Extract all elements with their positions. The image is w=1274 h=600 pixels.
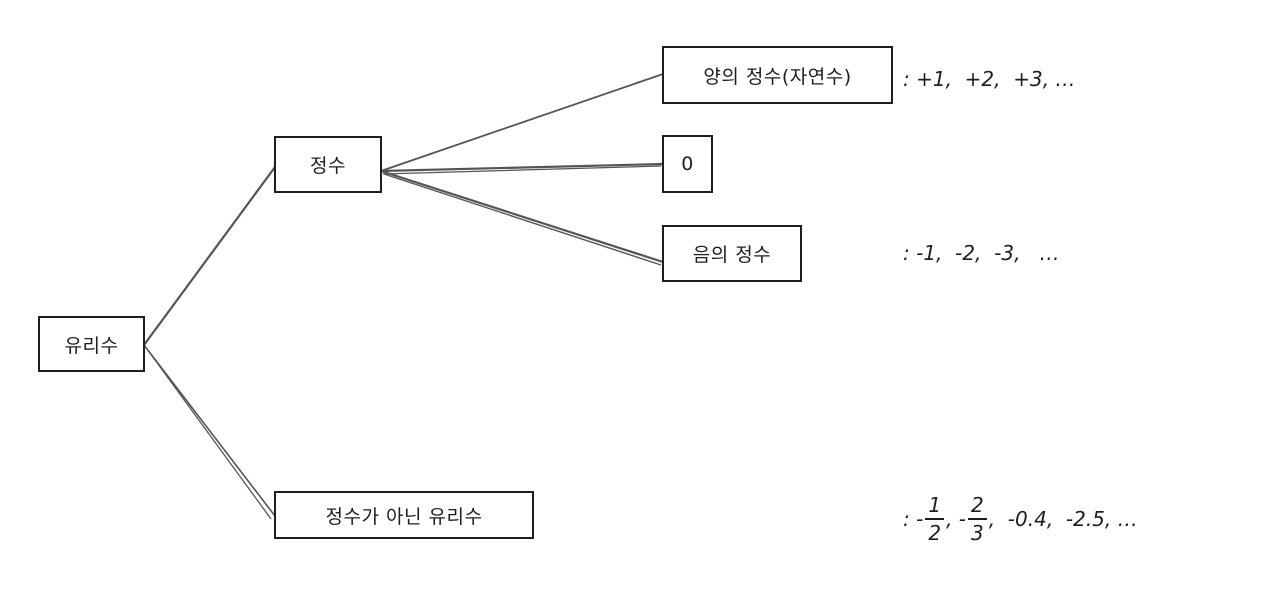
edge-integer-zero: [380, 162, 664, 175]
node-non-integer-rational: 정수가 아닌 유리수: [274, 491, 534, 539]
non-integer-examples-prefix: : -: [903, 507, 924, 531]
fraction-denominator: 3: [967, 518, 987, 543]
fraction-one-half: 1 2: [925, 493, 945, 543]
fraction-denominator: 2: [925, 518, 945, 543]
node-integer-label: 정수: [310, 155, 346, 177]
fraction-numerator: 1: [928, 493, 942, 517]
node-positive-integer: 양의 정수(자연수): [662, 46, 893, 104]
non-integer-examples-separator: , -: [946, 507, 966, 531]
node-rational-number-label: 유리수: [64, 334, 119, 357]
node-negative-integer: 음의 정수: [662, 225, 802, 282]
node-negative-integer-label: 음의 정수: [692, 244, 772, 266]
fraction-two-thirds: 2 3: [967, 493, 987, 543]
node-non-integer-rational-label: 정수가 아닌 유리수: [325, 505, 483, 528]
edge-integer-negative: [380, 169, 664, 266]
negative-integer-examples-text: : -1, -2, -3, …: [903, 241, 1060, 265]
positive-integer-examples: : +1, +2, +3, …: [903, 64, 1075, 94]
positive-integer-examples-text: : +1, +2, +3, …: [903, 67, 1076, 91]
node-zero: 0: [662, 135, 713, 193]
edge-rational-noninteger: [143, 344, 276, 520]
negative-integer-examples: : -1, -2, -3, …: [903, 238, 1060, 268]
edge-rational-integer: [143, 166, 276, 346]
non-integer-examples-rest: , -0.4, -2.5, …: [988, 507, 1138, 531]
node-zero-label: 0: [681, 153, 694, 175]
fraction-numerator: 2: [970, 493, 984, 517]
node-rational-number: 유리수: [38, 316, 145, 372]
edge-integer-positive: [380, 73, 664, 172]
non-integer-examples: : - 1 2 , - 2 3 , -0.4, -2.5, …: [903, 494, 1138, 544]
node-positive-integer-label: 양의 정수(자연수): [703, 65, 852, 88]
node-integer: 정수: [274, 136, 382, 193]
